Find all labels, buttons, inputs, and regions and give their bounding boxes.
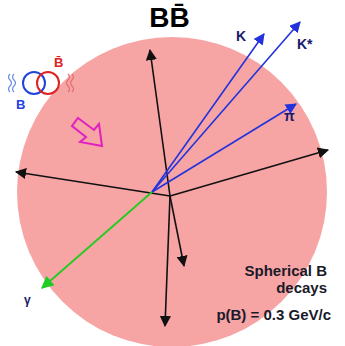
- hollow-arrow: [72, 118, 102, 146]
- particle-label: γ: [24, 294, 31, 308]
- decay-sphere: [17, 37, 327, 346]
- black-tracks: [16, 50, 328, 326]
- beam-label: B̄: [54, 56, 63, 71]
- particle-label: π: [284, 108, 295, 124]
- caption-note: Spherical B decays: [241, 262, 327, 297]
- blue-tracks: [152, 22, 300, 192]
- colliding-bunches: [9, 72, 74, 94]
- photon-track: [42, 192, 152, 288]
- title: BB̄: [0, 2, 342, 34]
- caption-note: p(B) = 0.3 GeV/c: [216, 306, 331, 323]
- beam-label: B: [16, 98, 25, 113]
- particle-label: K: [236, 28, 246, 44]
- particle-label: K*: [297, 36, 313, 52]
